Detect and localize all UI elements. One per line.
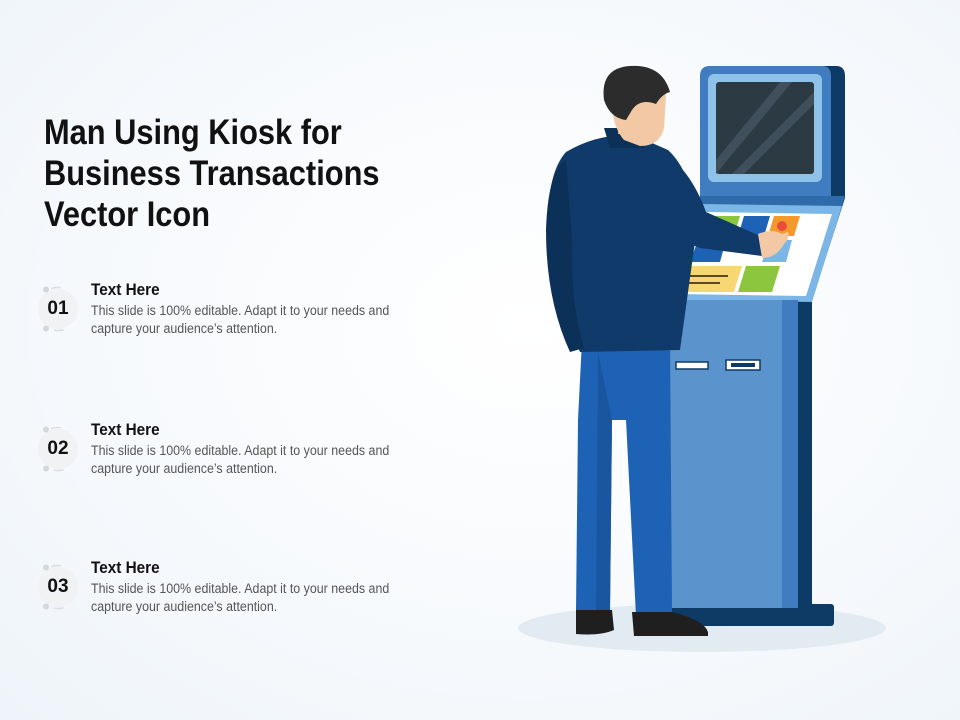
man-hair: [603, 65, 670, 120]
number-badge: 01: [34, 285, 82, 333]
badge-ring-icon: [35, 286, 81, 332]
item-body: This slide is 100% editable. Adapt it to…: [91, 443, 390, 476]
item-body: This slide is 100% editable. Adapt it to…: [91, 303, 390, 336]
kiosk-base: [666, 604, 834, 626]
screen-reflection: [732, 92, 814, 174]
list-item: 01 Text Here This slide is 100% editable…: [34, 280, 454, 340]
screen-reflection: [716, 82, 792, 174]
man-hand: [758, 231, 789, 258]
item-number: 01: [47, 298, 69, 319]
kiosk-card-slot: [675, 361, 709, 370]
item-heading: Text Here: [91, 558, 160, 577]
item-heading: Text Here: [91, 420, 160, 439]
man-shoe: [576, 610, 614, 635]
item-body: This slide is 100% editable. Adapt it to…: [91, 581, 390, 614]
list-item: 03 Text Here This slide is 100% editable…: [34, 558, 454, 618]
page-title: Man Using Kiosk for Business Transaction…: [44, 113, 380, 234]
man-trousers: [576, 340, 672, 616]
list-item: 02 Text Here This slide is 100% editable…: [34, 420, 454, 480]
man-shoe: [632, 612, 708, 636]
item-number: 03: [47, 576, 69, 597]
man-arm: [660, 150, 762, 256]
item-heading: Text Here: [91, 280, 160, 299]
badge-ring-icon: [35, 426, 81, 472]
number-badge: 03: [34, 563, 82, 611]
kiosk-screen: [716, 82, 814, 174]
number-badge: 02: [34, 425, 82, 473]
badge-ring-icon: [35, 564, 81, 610]
item-number: 02: [47, 438, 69, 459]
man-using-kiosk-illustration: [518, 65, 886, 652]
kiosk-body: [668, 300, 798, 608]
